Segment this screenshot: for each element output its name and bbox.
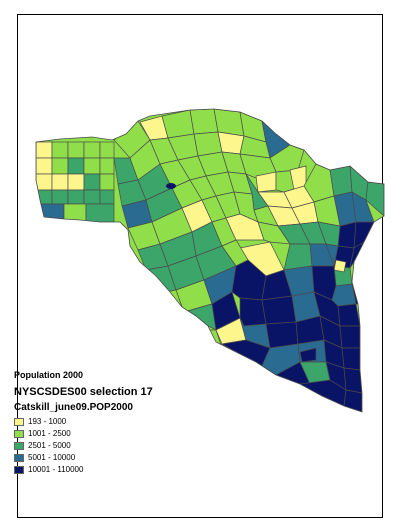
township[interactable] [341, 347, 361, 371]
legend-item: 2501 - 5000 [14, 440, 254, 451]
township[interactable] [83, 141, 101, 159]
legend-swatch [14, 465, 24, 474]
township[interactable] [36, 157, 53, 175]
township[interactable] [99, 189, 115, 205]
township[interactable] [299, 347, 317, 363]
township[interactable] [337, 303, 361, 327]
township[interactable] [83, 173, 101, 191]
township[interactable] [85, 203, 115, 223]
legend-label: 10001 - 110000 [28, 465, 84, 474]
township[interactable] [339, 325, 361, 349]
township[interactable] [343, 367, 363, 394]
lake [166, 183, 176, 189]
township[interactable] [67, 141, 85, 159]
township[interactable] [36, 141, 53, 159]
region-outline [35, 108, 385, 413]
township[interactable] [67, 173, 85, 191]
township[interactable] [99, 157, 115, 175]
legend-item: 5001 - 10000 [14, 452, 254, 463]
township[interactable] [337, 221, 357, 249]
township[interactable] [36, 173, 53, 191]
township[interactable] [51, 157, 69, 175]
township[interactable] [325, 243, 339, 268]
legend-swatch [14, 429, 24, 438]
lake [271, 352, 277, 356]
township[interactable] [353, 221, 375, 249]
township[interactable] [331, 283, 357, 307]
township[interactable] [343, 389, 363, 412]
township[interactable] [51, 189, 69, 205]
township[interactable] [36, 203, 65, 223]
township[interactable] [257, 221, 291, 245]
township[interactable] [83, 189, 101, 205]
legend-item: 1001 - 2500 [14, 428, 254, 439]
legend-swatch [14, 417, 24, 426]
legend-swatch [14, 441, 24, 450]
legend-label: 5001 - 10000 [28, 453, 76, 462]
legend-title-small: Population 2000 [14, 370, 84, 380]
township[interactable] [217, 131, 245, 155]
legend-item: 10001 - 110000 [14, 464, 254, 475]
legend-layer-title: NYSCSDES00 selection 17 [14, 386, 153, 398]
township[interactable] [265, 321, 299, 349]
township[interactable] [329, 165, 353, 197]
township[interactable] [261, 295, 297, 325]
township[interactable] [99, 173, 115, 191]
map-legend: Population 2000 NYSCSDES00 selection 17 … [14, 370, 254, 476]
township[interactable] [333, 259, 347, 273]
township[interactable] [51, 141, 69, 159]
township[interactable] [83, 157, 101, 175]
legend-label: 193 - 1000 [28, 417, 67, 426]
legend-field-title: Catskill_june09.POP2000 [14, 402, 133, 413]
township[interactable] [51, 173, 69, 191]
legend-item: 193 - 1000 [14, 416, 254, 427]
township[interactable] [99, 141, 115, 159]
township[interactable] [189, 109, 219, 135]
township[interactable] [67, 189, 85, 205]
legend-label: 2501 - 5000 [28, 441, 71, 450]
legend-label: 1001 - 2500 [28, 429, 71, 438]
township[interactable] [67, 157, 85, 175]
legend-swatch [14, 453, 24, 462]
